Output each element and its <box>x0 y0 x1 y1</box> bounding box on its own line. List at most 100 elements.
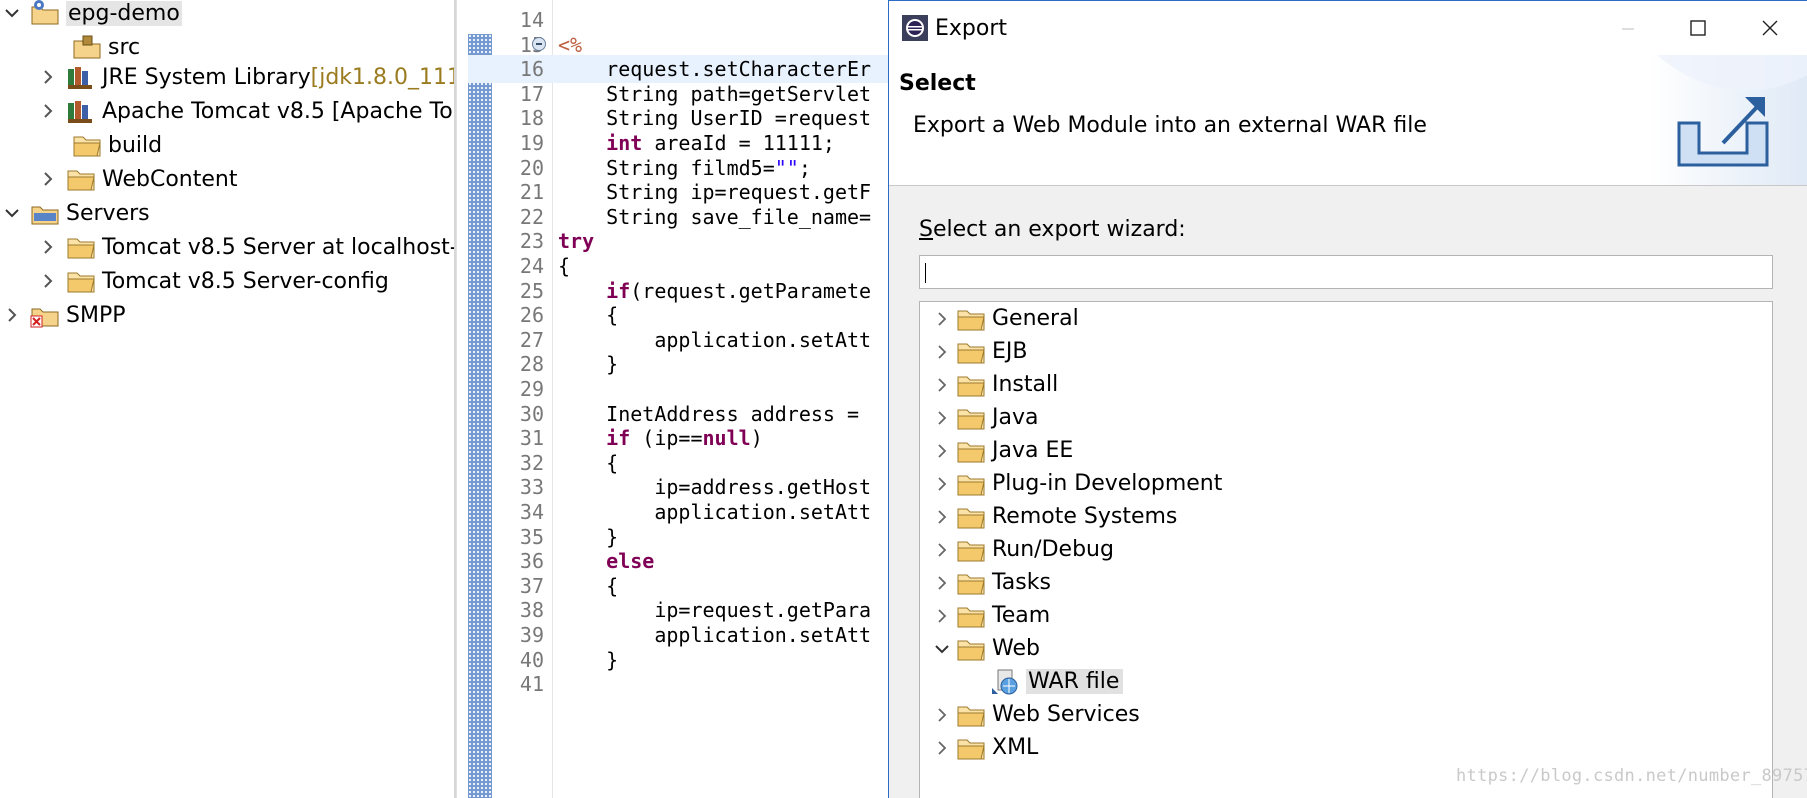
chevron-right-icon[interactable] <box>934 311 950 327</box>
chevron-right-icon[interactable] <box>934 608 950 624</box>
chevron-right-icon[interactable] <box>40 69 56 85</box>
tree-item-webcontent[interactable]: WebContent <box>40 162 237 196</box>
tree-item-smpp[interactable]: SMPP <box>4 298 125 332</box>
chevron-right-icon[interactable] <box>934 410 950 426</box>
code-line[interactable]: 20 String filmd5=""; <box>468 154 888 182</box>
chevron-right-icon[interactable] <box>934 542 950 558</box>
chevron-right-icon[interactable] <box>934 377 950 393</box>
tree-item-epg-demo[interactable]: epg-demo <box>4 0 182 30</box>
tree-item-jre-library[interactable]: JRE System Library [jdk1.8.0_111] <box>40 60 454 94</box>
chevron-right-icon[interactable] <box>40 103 56 119</box>
line-number: 29 <box>519 377 544 401</box>
code-line[interactable]: 17 String path=getServlet <box>468 80 888 108</box>
wizard-tree-item[interactable]: EJB <box>920 335 1027 368</box>
project-icon <box>30 0 60 27</box>
code-line[interactable]: 27 application.setAtt <box>468 326 888 354</box>
chevron-right-icon[interactable] <box>934 707 950 723</box>
folder-icon <box>66 233 96 261</box>
chevron-right-icon[interactable] <box>40 171 56 187</box>
code-line[interactable]: 32 { <box>468 449 888 477</box>
wizard-tree-item[interactable]: General <box>920 302 1079 335</box>
code-line[interactable]: 31 if (ip==null) <box>468 424 888 452</box>
wizard-tree-item[interactable]: Remote Systems <box>920 500 1177 533</box>
wizard-list-label: Select an export wizard: <box>919 217 1186 242</box>
wizard-tree-item[interactable]: Tasks <box>920 566 1051 599</box>
code-text: String save_file_name= <box>558 204 872 229</box>
code-text: ip=request.getPara <box>558 598 872 623</box>
wizard-tree-item[interactable]: WAR file <box>990 665 1124 698</box>
close-button[interactable] <box>1735 1 1805 55</box>
chevron-right-icon[interactable] <box>934 509 950 525</box>
code-line[interactable]: 26 { <box>468 301 888 329</box>
code-text: request.setCharacterEr <box>558 57 872 82</box>
code-line[interactable]: 34 application.setAtt <box>468 498 888 526</box>
code-line[interactable]: 15<% <box>468 31 888 59</box>
chevron-right-icon[interactable] <box>40 239 56 255</box>
wizard-tree-item[interactable]: Java <box>920 401 1038 434</box>
wizard-tree-item[interactable]: Plug-in Development <box>920 467 1222 500</box>
view-divider[interactable] <box>454 0 456 798</box>
wizard-tree-item[interactable]: Team <box>920 599 1050 632</box>
code-line[interactable]: 41 <box>468 670 888 698</box>
tree-item-tomcat-server-config[interactable]: Tomcat v8.5 Server-config <box>40 264 389 298</box>
wizard-tree-item[interactable]: Java EE <box>920 434 1073 467</box>
chevron-down-icon[interactable] <box>4 205 20 221</box>
tree-item-tomcat-library[interactable]: Apache Tomcat v8.5 [Apache Tom <box>40 94 454 128</box>
chevron-right-icon[interactable] <box>934 443 950 459</box>
wizard-tree-item[interactable]: Run/Debug <box>920 533 1114 566</box>
wizard-tree-item[interactable]: Web <box>920 632 1040 665</box>
line-number: 24 <box>519 254 544 278</box>
explorer-scrollbar[interactable] <box>456 0 469 798</box>
code-text: } <box>558 647 619 672</box>
code-line[interactable]: 25 if(request.getParamete <box>468 277 888 305</box>
code-line[interactable]: 40 } <box>468 646 888 674</box>
code-line[interactable]: 16 request.setCharacterEr <box>468 55 888 84</box>
chevron-right-icon[interactable] <box>40 273 56 289</box>
wizard-tree-item[interactable]: XML <box>920 731 1038 764</box>
source-folder-icon <box>72 33 102 61</box>
code-line[interactable]: 39 application.setAtt <box>468 621 888 649</box>
tree-item-servers[interactable]: Servers <box>4 196 150 230</box>
line-number: 32 <box>519 450 544 475</box>
line-number: 36 <box>519 549 544 574</box>
dialog-titlebar[interactable]: Export <box>889 1 1807 55</box>
line-number: 25 <box>519 278 544 303</box>
chevron-right-icon[interactable] <box>4 307 20 323</box>
code-line[interactable]: 19 int areaId = 11111; <box>468 129 888 157</box>
chevron-right-icon[interactable] <box>934 740 950 756</box>
tree-item-build[interactable]: build <box>46 128 162 162</box>
minimize-button[interactable] <box>1593 1 1663 55</box>
fold-collapse-icon[interactable] <box>532 36 546 51</box>
chevron-right-icon[interactable] <box>934 575 950 591</box>
tree-item-src[interactable]: src <box>46 30 140 64</box>
chevron-right-icon[interactable] <box>934 344 950 360</box>
tree-item-tomcat-server-localhost[interactable]: Tomcat v8.5 Server at localhost-cc <box>40 230 454 264</box>
code-line[interactable]: 33 ip=address.getHost <box>468 473 888 501</box>
code-line[interactable]: 37 { <box>468 572 888 600</box>
code-line[interactable]: 36 else <box>468 547 888 575</box>
code-line[interactable]: 35 } <box>468 523 888 551</box>
code-line[interactable]: 38 ip=request.getPara <box>468 596 888 624</box>
code-line[interactable]: 18 String UserID =request <box>468 104 888 132</box>
code-line[interactable]: 24{ <box>468 252 888 280</box>
library-icon <box>66 63 96 91</box>
chevron-down-icon[interactable] <box>4 5 20 21</box>
code-line[interactable]: 14 <box>468 6 888 34</box>
code-line[interactable]: 22 String save_file_name= <box>468 203 888 231</box>
code-text: String path=getServlet <box>558 81 872 106</box>
code-line[interactable]: 30 InetAddress address = <box>468 400 888 428</box>
chevron-down-icon[interactable] <box>934 641 950 657</box>
code-text: int areaId = 11111; <box>606 131 835 155</box>
wizard-tree-item[interactable]: Install <box>920 368 1058 401</box>
wizard-filter-input[interactable] <box>919 255 1773 289</box>
code-line[interactable]: 21 String ip=request.getF <box>468 178 888 206</box>
code-line[interactable]: 28 } <box>468 350 888 378</box>
chevron-right-icon[interactable] <box>934 476 950 492</box>
wizard-tree-item[interactable]: Web Services <box>920 698 1140 731</box>
maximize-button[interactable] <box>1663 1 1733 55</box>
code-line[interactable]: 29 <box>468 375 888 403</box>
tree-item-label: JRE System Library <box>102 64 311 90</box>
